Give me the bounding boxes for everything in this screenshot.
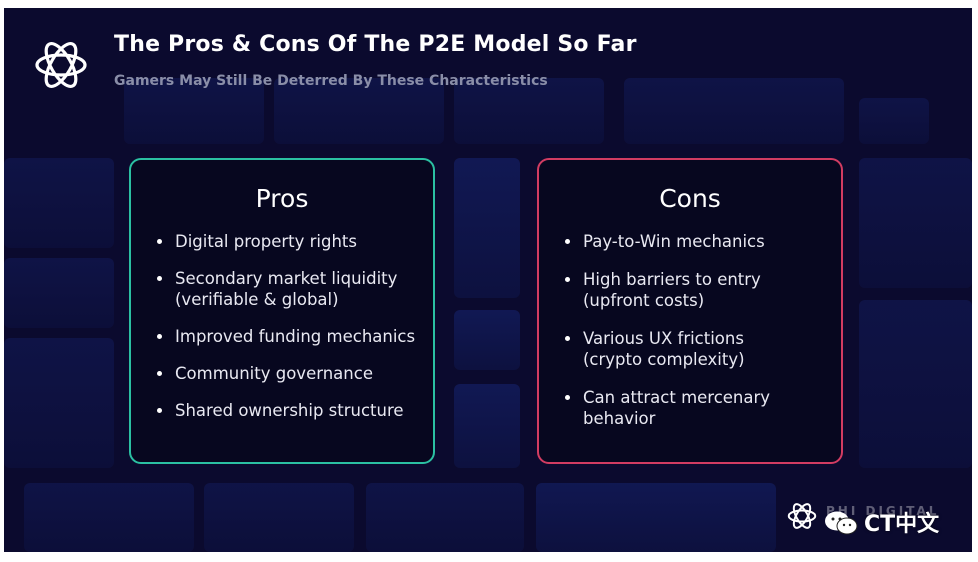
list-item: Secondary market liquidity (verifiable & … [157, 268, 433, 310]
list-item-subtext: (upfront costs) [583, 291, 705, 310]
list-item-text: Shared ownership structure [175, 401, 404, 420]
cons-list: Pay-to-Win mechanics High barriers to en… [539, 231, 841, 429]
pros-list: Digital property rights Secondary market… [131, 231, 433, 421]
background-tile [454, 78, 604, 144]
background-tile [366, 483, 524, 552]
list-item-text: Pay-to-Win mechanics [583, 232, 765, 251]
list-item: Digital property rights [157, 231, 433, 252]
background-tile [4, 338, 114, 468]
background-tile [204, 483, 354, 552]
watermark-faded-text: PHI DIGITAL [826, 504, 940, 518]
background-tile [859, 300, 972, 468]
flower-knot-logo-icon [35, 42, 87, 88]
pros-card: Pros Digital property rights Secondary m… [129, 158, 435, 464]
list-item: Pay-to-Win mechanics [565, 231, 841, 252]
background-tile [274, 78, 444, 144]
wechat-icon [825, 511, 858, 535]
pros-heading: Pros [255, 184, 309, 213]
list-item-subtext: behavior [583, 409, 656, 428]
background-tile [454, 158, 520, 298]
list-item: Various UX frictions (crypto complexity) [565, 328, 841, 370]
background-tile [536, 483, 776, 552]
watermark: PHI DIGITAL CT中文 [786, 498, 966, 538]
list-item: High barriers to entry (upfront costs) [565, 269, 841, 311]
list-item-text: High barriers to entry [583, 270, 761, 289]
list-item: Improved funding mechanics [157, 326, 433, 347]
cons-card: Cons Pay-to-Win mechanics High barriers … [537, 158, 843, 464]
list-item-text: Various UX frictions [583, 329, 744, 348]
page-subtitle: Gamers May Still Be Deterred By These Ch… [114, 73, 548, 89]
list-item-text: Community governance [175, 364, 373, 383]
background-tile [124, 78, 264, 144]
background-tile [24, 483, 194, 552]
list-item: Can attract mercenary behavior [565, 387, 841, 429]
page-title: The Pros & Cons Of The P2E Model So Far [114, 32, 637, 57]
background-tile [4, 158, 114, 248]
watermark-text: CT中文 [864, 512, 940, 537]
slide: The Pros & Cons Of The P2E Model So Far … [4, 8, 972, 552]
list-item-subtext: (verifiable & global) [175, 290, 339, 309]
background-tile [859, 98, 929, 144]
background-tile [454, 310, 520, 370]
list-item-subtext: (crypto complexity) [583, 350, 745, 369]
list-item-text: Can attract mercenary [583, 388, 771, 407]
background-tile [4, 258, 114, 328]
background-tile [454, 384, 520, 468]
list-item-text: Improved funding mechanics [175, 327, 416, 346]
background-tile [859, 158, 972, 288]
list-item-text: Secondary market liquidity [175, 269, 398, 288]
cons-heading: Cons [659, 184, 721, 213]
list-item: Shared ownership structure [157, 400, 433, 421]
list-item-text: Digital property rights [175, 232, 357, 251]
background-tile [624, 78, 844, 144]
flower-knot-watermark-icon [787, 503, 817, 529]
list-item: Community governance [157, 363, 433, 384]
